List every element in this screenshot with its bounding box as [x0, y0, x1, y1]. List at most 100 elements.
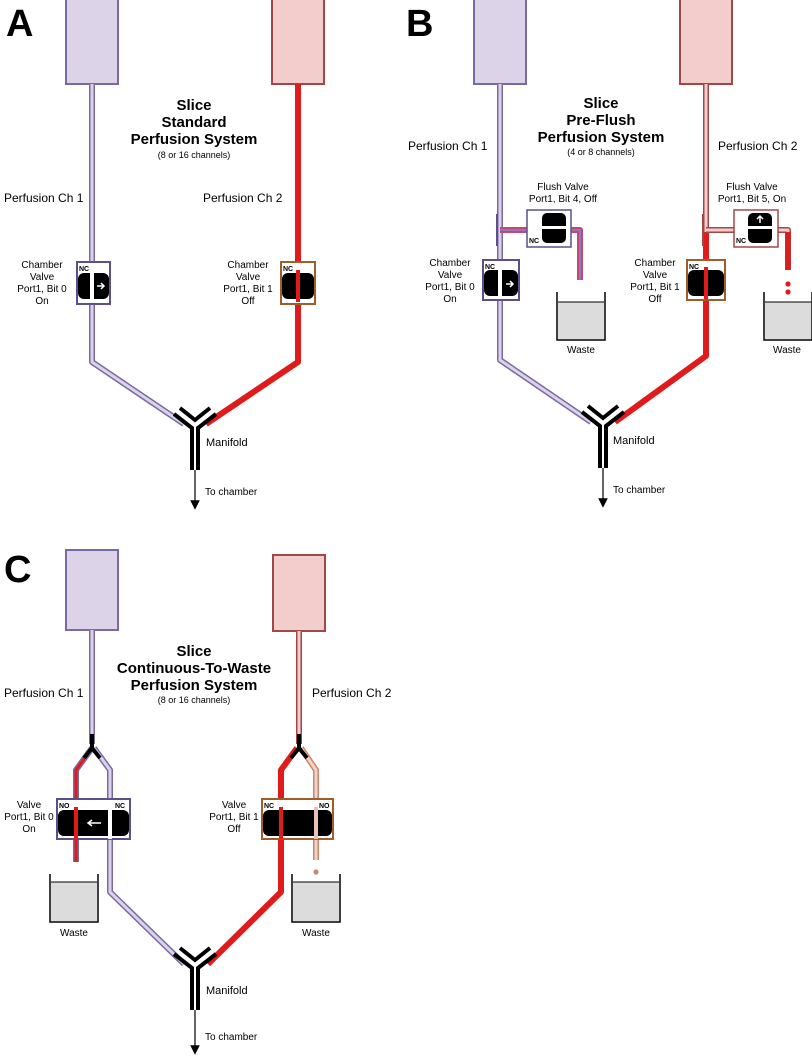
flush-valve-ch2: NC: [733, 209, 779, 248]
ch1-label: Perfusion Ch 1: [408, 139, 488, 153]
title-line-1: Slice: [583, 95, 618, 112]
manifold: [172, 946, 218, 1010]
title-line-3: Perfusion System: [131, 131, 258, 148]
title-line-2: Standard: [161, 114, 226, 131]
valve-tag: NC: [689, 264, 699, 271]
valve1-text-2: Valve: [30, 272, 55, 283]
valvec1-text-3: On: [22, 824, 35, 835]
ch2-label: Perfusion Ch 2: [312, 686, 392, 700]
title-line-1: Slice: [176, 97, 211, 114]
manifold-label: Manifold: [206, 437, 248, 449]
panel-b: B NC Flush Valve Port1, Bit 4, Off: [406, 0, 812, 508]
valvec1-text-1: Valve: [17, 800, 42, 811]
chamber-valve-ch1: NC: [76, 261, 111, 305]
ch1-chamber-branch: [91, 746, 187, 967]
waste2-label: Waste: [773, 345, 801, 356]
drip: [785, 281, 791, 287]
outlet-label: To chamber: [613, 485, 666, 496]
panel-a-letter: A: [6, 3, 33, 45]
valve-tag: NC: [283, 266, 293, 273]
ch2-reservoir: [271, 0, 325, 85]
flush2-text-2: Port1, Bit 5, On: [718, 194, 786, 205]
valve-tag: NC: [485, 264, 495, 271]
ch2-chamber-branch: [205, 746, 300, 967]
valve1-text-3: Port1, Bit 0: [17, 284, 67, 295]
manifold: [172, 406, 218, 470]
waste-beaker-ch2: [763, 292, 812, 341]
valve-tag-nc: NC: [115, 803, 125, 810]
outlet-label: To chamber: [205, 487, 258, 498]
ch2-reservoir: [272, 554, 326, 632]
valve1-text-3: Port1, Bit 0: [425, 282, 475, 293]
title-line-3: Perfusion System: [538, 129, 665, 146]
flush1-text-2: Port1, Bit 4, Off: [529, 194, 597, 205]
valve-tag-no: NO: [59, 803, 70, 810]
valve2-text-1: Chamber: [227, 260, 269, 271]
ch2-label: Perfusion Ch 2: [718, 139, 798, 153]
valve-tag: NC: [736, 238, 746, 245]
ch2-reservoir: [679, 0, 733, 85]
three-way-valve-ch1: NO NC: [56, 798, 131, 840]
title-line-2: Pre-Flush: [566, 112, 635, 129]
waste2-label: Waste: [302, 928, 330, 939]
waste-beaker-ch1: [49, 874, 99, 923]
valvec1-text-2: Port1, Bit 0: [4, 812, 54, 823]
ch1-reservoir: [473, 0, 527, 85]
valve2-text-3: Port1, Bit 1: [223, 284, 273, 295]
valve1-text-1: Chamber: [21, 260, 63, 271]
waste-beaker-ch2: [291, 874, 341, 923]
valve-tag: NC: [529, 238, 539, 245]
three-way-valve-ch2: NC NO: [261, 798, 334, 840]
waste-beaker-ch1: [556, 292, 606, 341]
ch2-tube: [204, 84, 301, 427]
valvec2-text-1: Valve: [222, 800, 247, 811]
title-line-2: Continuous-To-Waste: [117, 660, 271, 677]
flush2-text-1: Flush Valve: [726, 182, 778, 193]
panel-a: A Manifold To chamber Slice Standard Per…: [4, 0, 325, 510]
panel-c: C NO N: [4, 549, 392, 1055]
title-line-3: Perfusion System: [131, 677, 258, 694]
valve-tag: NC: [79, 266, 89, 273]
waste1-label: Waste: [567, 345, 595, 356]
title-line-1: Slice: [176, 643, 211, 660]
subtitle: (8 or 16 channels): [158, 695, 231, 705]
chamber-valve-ch2: NC: [280, 261, 316, 305]
ch2-label: Perfusion Ch 2: [203, 191, 283, 205]
valve-tag-left: NC: [264, 803, 274, 810]
valve2-text-1: Chamber: [634, 258, 676, 269]
outlet-label: To chamber: [205, 1032, 258, 1043]
valve2-text-4: Off: [241, 296, 254, 307]
valve1-text-1: Chamber: [429, 258, 471, 269]
valvec2-text-2: Port1, Bit 1: [209, 812, 259, 823]
flush-valve-ch1: NC: [526, 209, 572, 248]
valve1-text-4: On: [443, 294, 456, 305]
valvec2-text-3: Off: [227, 824, 240, 835]
drip: [313, 869, 319, 875]
subtitle: (8 or 16 channels): [158, 150, 231, 160]
valve2-text-2: Valve: [643, 270, 668, 281]
chamber-valve-ch2: NC: [686, 259, 726, 301]
panel-b-letter: B: [406, 3, 433, 45]
splitter-ch1: [82, 734, 102, 760]
valve2-text-4: Off: [648, 294, 661, 305]
ch1-label: Perfusion Ch 1: [4, 686, 84, 700]
valve2-text-3: Port1, Bit 1: [630, 282, 680, 293]
flush1-text-1: Flush Valve: [537, 182, 589, 193]
subtitle: (4 or 8 channels): [567, 147, 635, 157]
ch1-reservoir: [65, 549, 119, 631]
valve1-text-4: On: [35, 296, 48, 307]
valve-tag-right: NO: [319, 803, 330, 810]
manifold: [580, 404, 626, 468]
ch1-reservoir: [65, 0, 119, 85]
valve2-text-2: Valve: [236, 272, 261, 283]
waste1-label: Waste: [60, 928, 88, 939]
manifold-label: Manifold: [613, 435, 655, 447]
ch1-label: Perfusion Ch 1: [4, 191, 84, 205]
valve1-text-2: Valve: [438, 270, 463, 281]
panel-c-letter: C: [4, 549, 31, 591]
chamber-valve-ch1: NC: [482, 259, 520, 301]
manifold-label: Manifold: [206, 985, 248, 997]
drip: [785, 289, 791, 295]
splitter-ch2: [289, 734, 309, 760]
